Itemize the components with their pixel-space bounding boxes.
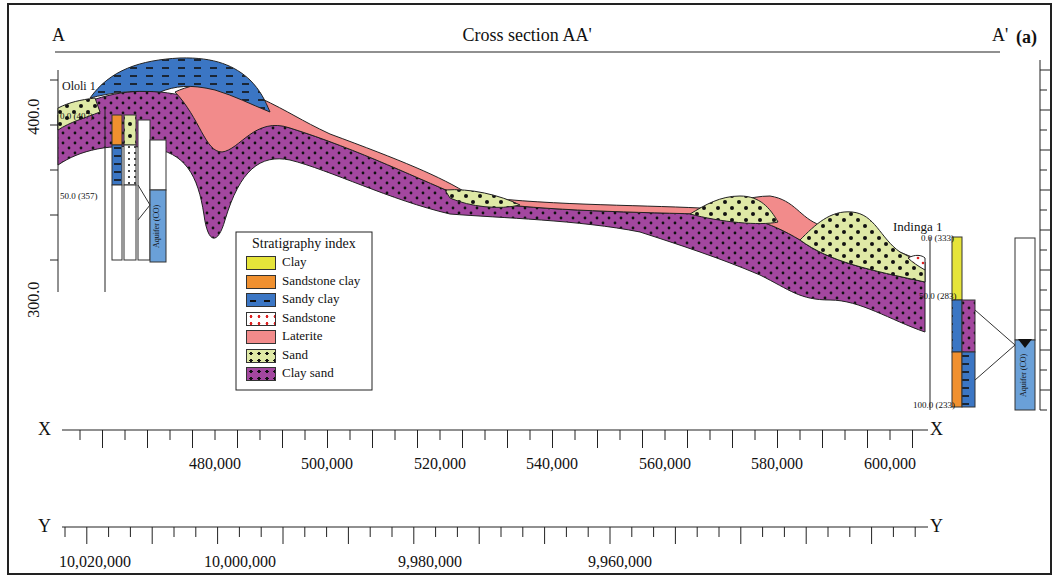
tick-label: 580,000: [751, 455, 803, 473]
legend-text: Sandstone clay: [282, 274, 360, 288]
borehole-name: Indinga 1: [893, 220, 942, 234]
legend-text: Clay sand: [282, 366, 334, 380]
legend-swatch: [246, 256, 276, 270]
tick-label: 10,020,000: [59, 553, 131, 571]
legend-text: Sand: [282, 348, 308, 362]
legend-swatch: [246, 293, 276, 307]
panel-letter: (a): [1016, 28, 1037, 48]
tick-label: 500,000: [301, 455, 353, 473]
borehole-name: Ololi 1: [62, 80, 96, 93]
legend-swatch: [246, 275, 276, 289]
section-title: Cross section AA': [462, 26, 591, 46]
tick-label: 480,000: [189, 455, 241, 473]
axis-name: X: [930, 420, 943, 440]
aquifer-label: Aquifer (CO): [1021, 353, 1030, 396]
legend-title: Stratigraphy index: [252, 236, 356, 251]
tick-label: 9,980,000: [398, 553, 462, 571]
legend-text: Laterite: [282, 329, 322, 343]
elevation-label: 300.0: [25, 282, 43, 318]
legend-text: Clay: [282, 255, 307, 269]
depth-label: 0.0 (407): [60, 112, 93, 122]
legend-text: Sandstone: [282, 311, 335, 325]
tick-label: 540,000: [526, 455, 578, 473]
legend-swatch: [246, 367, 276, 381]
depth-label: 50.0 (283): [919, 292, 957, 302]
legend-swatch: [246, 312, 276, 326]
axis-name: Y: [38, 517, 51, 537]
section-end: A: [52, 26, 65, 46]
tick-label: 560,000: [639, 455, 691, 473]
tick-label: 600,000: [864, 455, 916, 473]
axis-name: X: [38, 420, 51, 440]
legend-swatch: [246, 330, 276, 344]
elevation-label: 400.0: [25, 99, 43, 135]
tick-label: 10,000,000: [204, 553, 276, 571]
tick-label: 9,960,000: [588, 553, 652, 571]
depth-label: 0.0 (333): [921, 234, 954, 244]
depth-label: 100.0 (233): [913, 401, 955, 411]
legend-text: Sandy clay: [282, 292, 339, 306]
legend-swatch: [246, 349, 276, 363]
section-end: A': [992, 26, 1008, 46]
aquifer-label: Aquifer (CO): [154, 204, 163, 247]
depth-label: 50.0 (357): [60, 192, 98, 202]
axis-name: Y: [930, 517, 943, 537]
tick-label: 520,000: [414, 455, 466, 473]
